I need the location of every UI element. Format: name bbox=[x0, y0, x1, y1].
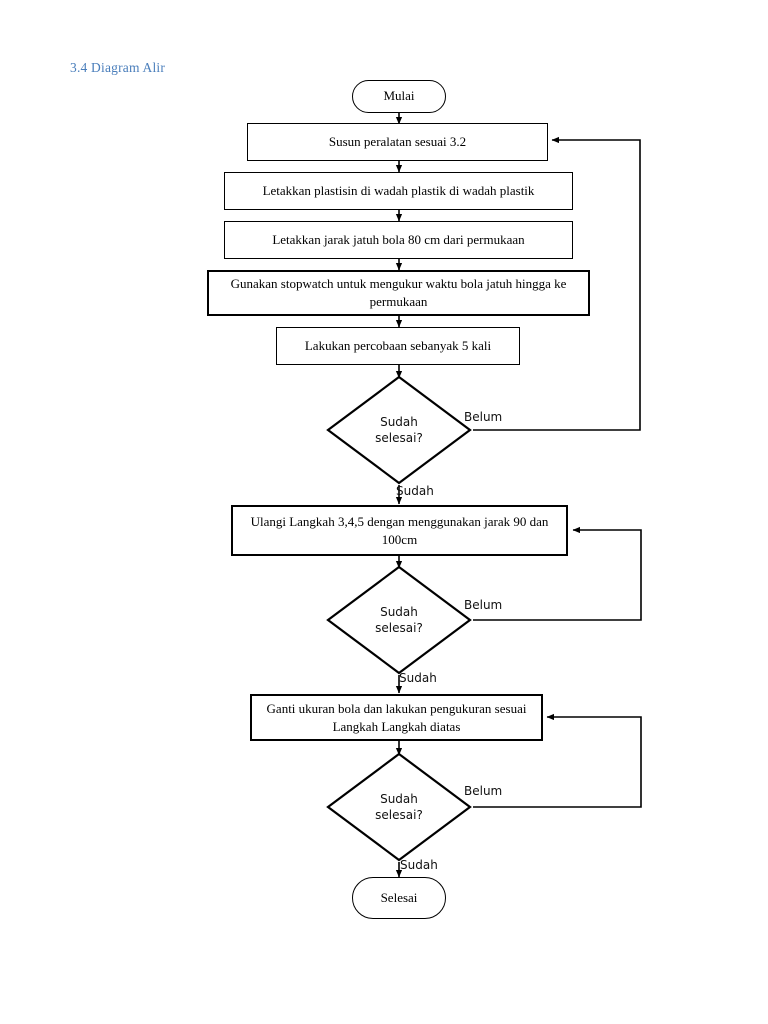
decision2-line2: selesai? bbox=[375, 621, 423, 635]
section-heading: 3.4 Diagram Alir bbox=[70, 60, 166, 75]
node-step4-label: Gunakan stopwatch untuk mengukur waktu b… bbox=[230, 276, 567, 309]
edge-label-decision2-no: Belum bbox=[464, 598, 503, 612]
edge-label-decision3-no: Belum bbox=[464, 784, 503, 798]
node-decision3[interactable]: Sudah selesai? bbox=[326, 752, 472, 862]
node-step6-label: Ulangi Langkah 3,4,5 dengan menggunakan … bbox=[250, 513, 549, 547]
node-step1-label: Susun peralatan sesuai 3.2 bbox=[328, 134, 467, 150]
node-decision2-label: Sudah selesai? bbox=[375, 604, 423, 636]
decision2-line1: Sudah bbox=[380, 604, 418, 619]
edge-label-decision1-no: Belum bbox=[464, 410, 503, 424]
node-step3-label: Letakkan jarak jatuh bola 80 cm dari per… bbox=[272, 232, 525, 248]
node-step5-label: Lakukan percobaan sebanyak 5 kali bbox=[304, 338, 492, 354]
node-decision1[interactable]: Sudah selesai? bbox=[326, 375, 472, 485]
node-decision2[interactable]: Sudah selesai? bbox=[326, 565, 472, 675]
edge-label-decision1-yes: Sudah bbox=[396, 484, 434, 498]
edge-label-decision2-yes: Sudah bbox=[399, 671, 437, 685]
decision2-diamond-shape bbox=[326, 565, 472, 675]
decision3-line2: selesai? bbox=[375, 808, 423, 822]
decision1-line1: Sudah bbox=[380, 414, 418, 429]
node-step3[interactable]: Letakkan jarak jatuh bola 80 cm dari per… bbox=[224, 221, 573, 259]
node-step1[interactable]: Susun peralatan sesuai 3.2 bbox=[247, 123, 548, 161]
node-end-label: Selesai bbox=[380, 889, 418, 905]
node-step7[interactable]: Ganti ukuran bola dan lakukan pengukuran… bbox=[250, 694, 543, 741]
node-step7-label: Ganti ukuran bola dan lakukan pengukuran… bbox=[266, 700, 527, 734]
decision1-line2: selesai? bbox=[375, 431, 423, 445]
node-step2-label: Letakkan plastisin di wadah plastik di w… bbox=[262, 183, 535, 199]
node-step6[interactable]: Ulangi Langkah 3,4,5 dengan menggunakan … bbox=[231, 505, 568, 556]
node-decision3-label: Sudah selesai? bbox=[375, 791, 423, 823]
node-step2[interactable]: Letakkan plastisin di wadah plastik di w… bbox=[224, 172, 573, 210]
node-decision1-label: Sudah selesai? bbox=[375, 414, 423, 446]
node-end[interactable]: Selesai bbox=[352, 877, 446, 919]
edge-label-decision3-yes: Sudah bbox=[400, 858, 438, 872]
decision3-diamond-shape bbox=[326, 752, 472, 862]
decision1-diamond-shape bbox=[326, 375, 472, 485]
node-start-label: Mulai bbox=[383, 88, 415, 104]
node-step4[interactable]: Gunakan stopwatch untuk mengukur waktu b… bbox=[207, 270, 590, 316]
node-start[interactable]: Mulai bbox=[352, 80, 446, 113]
node-step5[interactable]: Lakukan percobaan sebanyak 5 kali bbox=[276, 327, 520, 365]
decision3-line1: Sudah bbox=[380, 791, 418, 806]
